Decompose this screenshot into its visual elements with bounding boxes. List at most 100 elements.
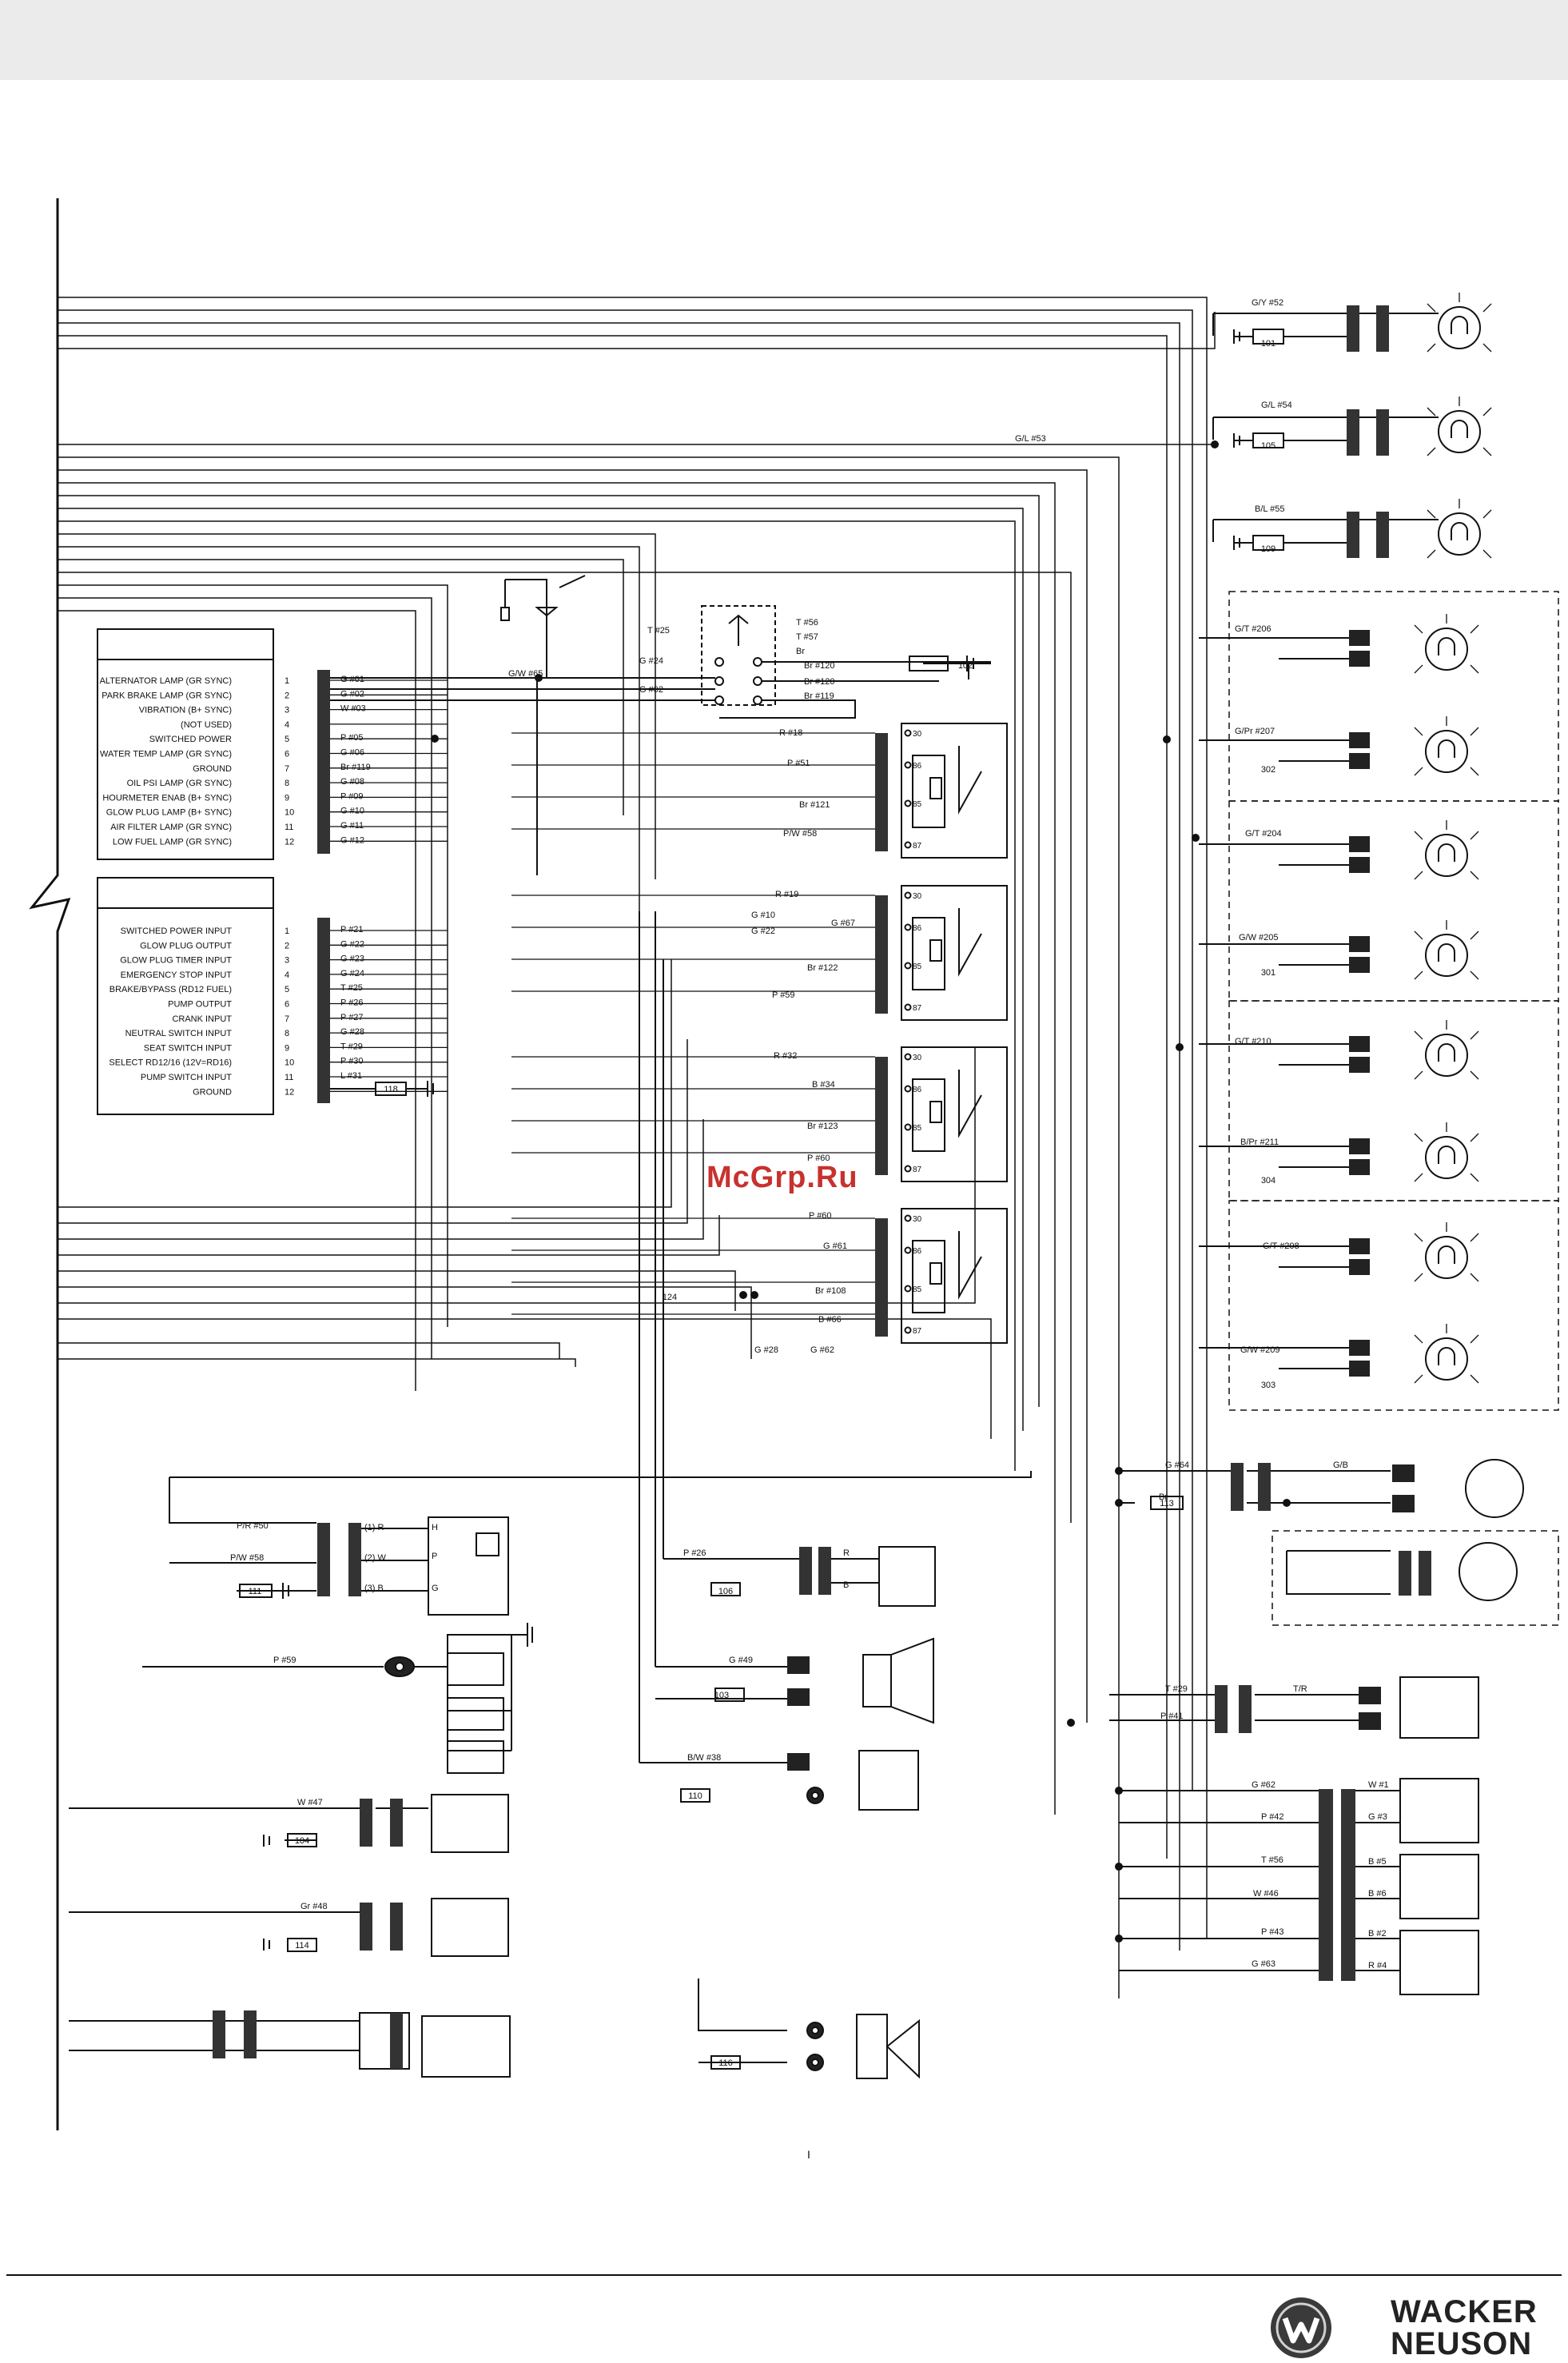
module-pin-number: 10 [285,1058,294,1068]
module-pin-number: 9 [285,1043,289,1053]
lamp-ray [1414,930,1423,940]
relay-wire-label: P #60 [807,1154,830,1163]
relay-wire-label: P #59 [772,990,795,1000]
module-pin-wire: G #11 [340,821,364,831]
lamp-wire [1199,943,1349,966]
relay-pin-label: 87 [913,1004,922,1013]
module-pin-label: NEUTRAL SWITCH INPUT [125,1029,233,1038]
lamp-plug [1349,753,1370,769]
relay-contact [958,746,982,815]
relay-wire-label: Br #122 [807,963,838,973]
lower-center-devices [639,911,936,2079]
module-pin-wire: Br #119 [340,763,371,772]
module-pin-label: GROUND [193,764,232,774]
module-pin-wire: G #22 [340,939,364,949]
module-1-box [97,628,330,860]
relay-contact [958,1231,982,1300]
lamp-ray [1470,1173,1479,1182]
module-pin-number: 11 [285,823,293,832]
lamp-filament [1438,943,1455,962]
lamp-wire [1199,1146,1349,1168]
relay-pin-terminal [904,923,912,931]
lamp-ray [1470,1030,1479,1040]
lower-wire-label: P #43 [1261,1927,1284,1937]
module-pin-number: 1 [285,676,289,686]
lower-wire-label: G/B [1333,1460,1348,1470]
module-pin-label: PUMP OUTPUT [168,1000,232,1010]
lower-wire-label: P [432,1552,437,1561]
lower-wire-label: P #26 [683,1548,706,1558]
relay-pin-label: 85 [913,800,922,809]
lamp-ray [1470,1374,1479,1384]
lower-wire-label: P #59 [273,1656,296,1665]
relay-pin-terminal [904,761,912,769]
lamp-bulb-icon [1425,730,1468,773]
relay-wire-label: R #18 [779,728,802,738]
lower-wire-label: (1) R [364,1523,384,1532]
relay-connector [875,1218,888,1337]
switch-wire-label: G #02 [639,685,663,695]
relay-pin-terminal [904,729,912,737]
lamp-bulb-icon [1425,1236,1468,1279]
module-pin-number: 9 [285,793,289,803]
relay-wire-label: G #28 [754,1345,778,1355]
lamp-column [1199,293,1492,1384]
lamp-plug [1349,732,1370,748]
ground-ref-label: 304 [1261,1176,1275,1185]
wacker-neuson-logo [1271,2297,1331,2358]
relay-wire-label: G #62 [810,1345,834,1355]
lamp-ray [1470,1133,1479,1142]
lamp-plug [1349,1238,1370,1254]
module-pin-wire: P #30 [340,1057,364,1066]
lamp-ray [1482,549,1492,559]
key-switch [330,605,991,719]
lamp-ray [1414,624,1423,634]
lamp-plug [1349,1361,1370,1377]
module-pin-wire: G #23 [340,954,364,964]
relay-coil [929,777,942,799]
relay-pin-label: 87 [913,842,922,851]
module-pin-label: GLOW PLUG LAMP (B+ SYNC) [106,808,232,818]
module-2-box [97,877,434,1115]
module-pin-number: 12 [285,1087,294,1097]
module-pin-wire: P #26 [340,998,364,1008]
module-pin-number: 12 [285,837,294,847]
lamp-plug [1349,1340,1370,1356]
header-band [0,0,1568,80]
ground-ref-label: 114 [295,1941,309,1951]
ground-ref-label: 124 [663,1293,677,1302]
relay-body [901,885,1008,1021]
lamp-plug [1349,1057,1370,1073]
module-pin-wire: G #12 [340,835,364,845]
lamp-ray [1470,767,1479,776]
ground-ref-label: 116 [718,2058,733,2068]
relay-coil [929,1101,942,1123]
lower-wire-label: W #47 [297,1798,323,1807]
lamp-bulb-icon [1425,934,1468,977]
lamp-wire-label: G/T #206 [1235,624,1272,634]
module-pin-number: 4 [285,970,289,980]
module-pin-number: 6 [285,750,289,759]
relay-pin-terminal [904,1214,912,1222]
module-pin-label: PUMP SWITCH INPUT [141,1073,232,1082]
lamp-wire-label: G/T #204 [1245,829,1282,839]
lamp-plug [1349,1259,1370,1275]
lamp-ray [1414,1133,1423,1142]
module-pin-label: EMERGENCY STOP INPUT [121,970,233,980]
relay-coil [929,939,942,962]
lamp-filament [1438,1043,1455,1062]
relay-connector [875,1057,888,1175]
relay-body [901,1208,1008,1344]
module-pin-label: CRANK INPUT [172,1014,232,1024]
relay-pin-label: 85 [913,962,922,971]
ground-ref-label: 105 [1261,441,1275,451]
switch-wire-label: Br #119 [804,691,834,701]
lower-wire-label: T/R [1293,1684,1307,1694]
relay-wire-label: R #19 [775,890,798,899]
lamp-ray [1482,303,1492,313]
relay-pin-label: 30 [913,892,922,901]
lamp-wire [1199,739,1349,762]
lower-wire-label: B #2 [1368,1929,1387,1939]
lamp-ray [1427,343,1436,353]
